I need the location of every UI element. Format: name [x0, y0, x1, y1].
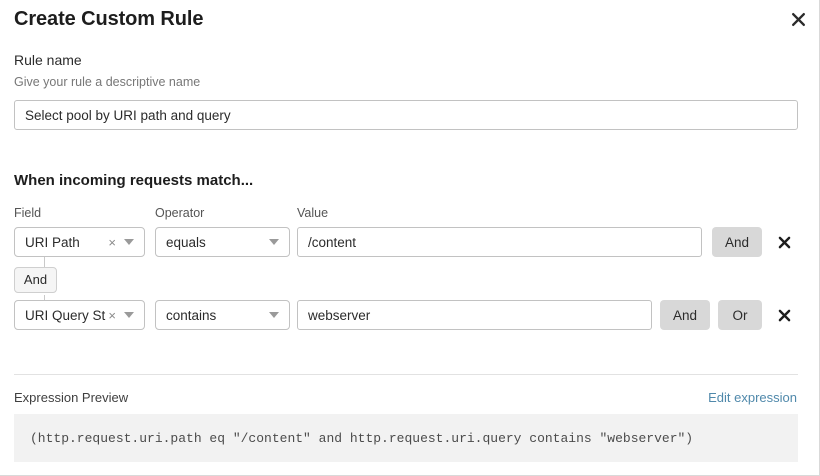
expression-preview-box: (http.request.uri.path eq "/content" and… [14, 414, 798, 462]
condition-row: URI Query St… × contains And Or [0, 300, 820, 334]
connector-line-top [44, 257, 45, 269]
edit-expression-link[interactable]: Edit expression [708, 390, 797, 405]
column-header-field: Field [14, 206, 42, 220]
add-or-condition-button[interactable]: Or [718, 300, 762, 330]
expression-preview-text: (http.request.uri.path eq "/content" and… [30, 430, 694, 446]
clear-icon[interactable]: × [108, 234, 116, 250]
chevron-down-icon [124, 239, 134, 245]
field-select-value: URI Path [25, 234, 80, 250]
rule-name-help-text: Give your rule a descriptive name [14, 75, 201, 89]
expression-preview-label: Expression Preview [14, 390, 129, 405]
operator-select[interactable]: contains [155, 300, 290, 330]
remove-condition-button[interactable] [772, 300, 796, 330]
clear-icon[interactable]: × [108, 307, 116, 323]
column-header-value: Value [297, 206, 329, 220]
add-and-condition-button[interactable]: And [712, 227, 762, 257]
operator-select-value: equals [166, 234, 206, 250]
operator-select[interactable]: equals [155, 227, 290, 257]
column-header-operator: Operator [155, 206, 205, 220]
field-select[interactable]: URI Query St… × [14, 300, 145, 330]
field-select[interactable]: URI Path × [14, 227, 145, 257]
value-input[interactable] [297, 227, 702, 257]
section-divider [14, 374, 798, 375]
field-select-value: URI Query St… [25, 307, 107, 323]
chevron-down-icon [124, 312, 134, 318]
value-input[interactable] [297, 300, 652, 330]
close-icon[interactable] [785, 6, 811, 32]
chevron-down-icon [269, 239, 279, 245]
connector-and-badge[interactable]: And [14, 267, 57, 293]
add-and-condition-button[interactable]: And [660, 300, 710, 330]
dialog-title: Create Custom Rule [14, 8, 204, 30]
rule-name-input[interactable] [14, 100, 798, 130]
chevron-down-icon [269, 312, 279, 318]
rule-name-label: Rule name [14, 52, 82, 68]
remove-condition-button[interactable] [772, 227, 796, 257]
match-section-heading: When incoming requests match... [14, 172, 254, 189]
operator-select-value: contains [166, 307, 217, 323]
condition-row: URI Path × equals And [0, 227, 820, 261]
